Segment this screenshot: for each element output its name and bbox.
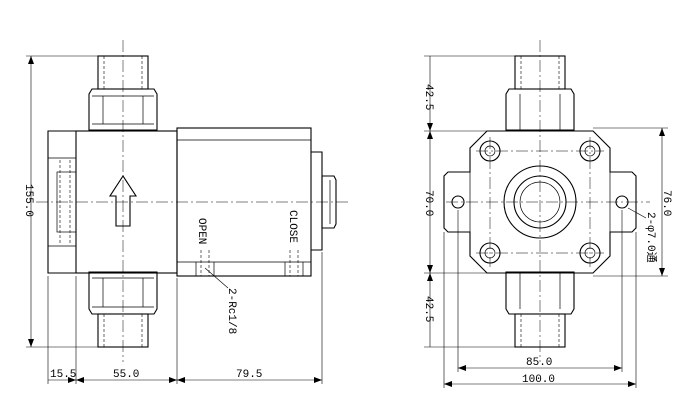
dim-42-5-top: 42.5 <box>422 84 434 110</box>
side-right-dimension <box>593 127 668 277</box>
solenoid-coil <box>176 127 337 277</box>
flow-direction-arrow <box>108 174 138 227</box>
dim-15-5: 15.5 <box>50 369 76 381</box>
port-leader-line <box>204 267 229 289</box>
label-holes: 2-φ7.0通 <box>644 212 658 263</box>
dim-height-155: 155.0 <box>22 184 34 217</box>
front-height-dimension <box>26 55 98 348</box>
dim-100-0: 100.0 <box>522 374 555 386</box>
side-bottom-fitting <box>505 271 575 348</box>
dim-76-0: 76.0 <box>660 190 672 216</box>
side-width-dimensions <box>443 210 637 388</box>
front-width-dimensions <box>47 252 323 384</box>
top-fitting <box>88 55 158 131</box>
port-open <box>195 250 215 276</box>
side-view: 42.5 70.0 42.5 76.0 2-φ7.0通 85.0 <box>422 40 672 388</box>
dim-55-0: 55.0 <box>113 369 139 381</box>
front-view: OPEN CLOSE 2-Rc1/8 155.0 15.5 55.0 <box>22 40 350 384</box>
dim-70-0: 70.0 <box>422 190 434 216</box>
label-close: CLOSE <box>286 210 298 243</box>
dim-79-5: 79.5 <box>236 369 262 381</box>
label-open: OPEN <box>195 218 207 244</box>
dim-42-5-bottom: 42.5 <box>422 296 434 322</box>
side-body <box>443 130 637 274</box>
bottom-fitting <box>88 271 158 348</box>
holes-leader-line <box>627 207 647 219</box>
valve-body <box>47 130 178 274</box>
side-left-dimensions <box>424 55 515 348</box>
side-top-fitting <box>505 55 575 131</box>
dim-85-0: 85.0 <box>526 357 552 369</box>
port-close <box>284 250 304 276</box>
label-port: 2-Rc1/8 <box>225 288 237 334</box>
